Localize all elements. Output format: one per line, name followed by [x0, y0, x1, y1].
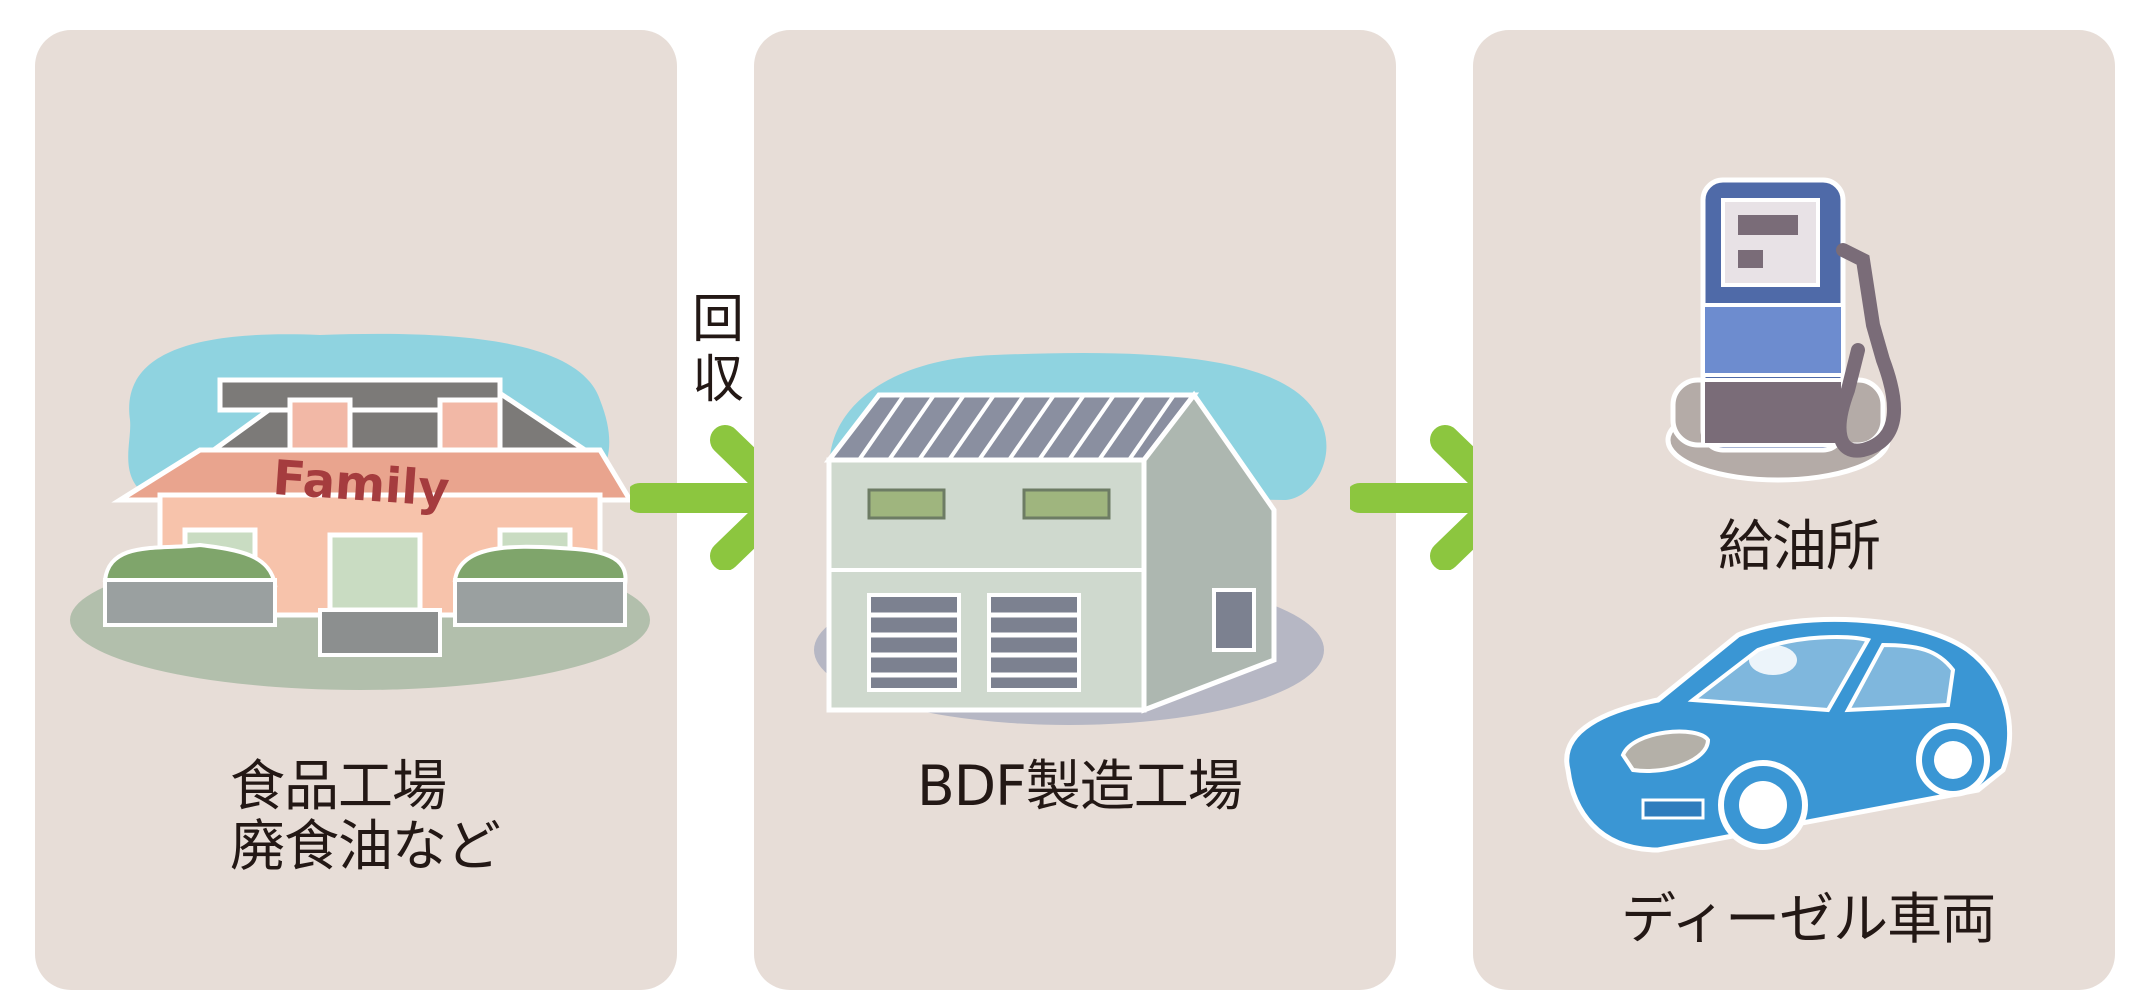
source-label-line-2: 廃食油など — [230, 814, 501, 878]
car-icon — [1564, 616, 2012, 853]
restaurant-sign-text: Family — [271, 450, 451, 518]
fuel-pump-icon — [1665, 177, 1902, 483]
collection-label: 回 収 — [688, 290, 748, 410]
diesel-vehicle-label: ディーゼル車両 — [1621, 887, 1996, 951]
factory-label: BDF製造工場 — [917, 754, 1243, 818]
source-panel: Family 食品工場 廃食油など — [35, 30, 677, 990]
family-restaurant-icon: Family — [70, 333, 650, 690]
factory-panel: BDF製造工場 — [754, 30, 1396, 990]
destination-panel: 給油所 ディーゼル車両 — [1473, 30, 2115, 990]
source-label-line-1: 食品工場 — [230, 754, 447, 818]
collection-label-char-1: 回 — [691, 290, 744, 350]
collection-label-char-2: 収 — [691, 350, 744, 410]
factory-icon — [814, 353, 1327, 725]
gas-station-label: 給油所 — [1718, 514, 1881, 578]
